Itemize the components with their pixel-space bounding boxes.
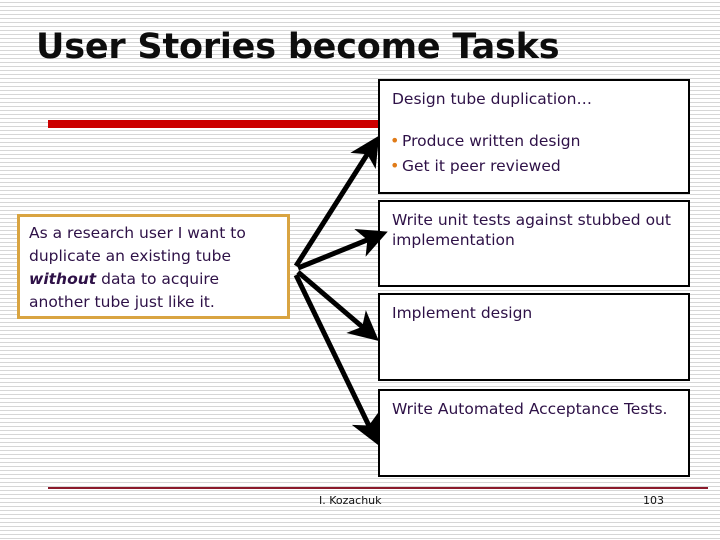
arrow-to-unit-tests bbox=[297, 228, 388, 271]
arrow-to-design bbox=[293, 135, 380, 268]
story-line-3: data to acquire bbox=[96, 270, 219, 288]
story-line-2: duplicate an existing tube bbox=[29, 247, 231, 265]
title-accent-bar bbox=[48, 120, 393, 128]
task-heading-unit-tests: Write unit tests against stubbed out imp… bbox=[392, 211, 671, 249]
arrow-to-acceptance bbox=[293, 273, 379, 446]
story-emphasis: without bbox=[29, 270, 97, 288]
footer-page-number: 103 bbox=[643, 494, 664, 507]
task-box-implement: Implement design bbox=[378, 293, 690, 381]
footer-divider bbox=[48, 487, 708, 489]
story-line-1: As a research user I want to bbox=[29, 224, 246, 242]
arrow-to-implement bbox=[296, 270, 379, 342]
task-heading-acceptance: Write Automated Acceptance Tests. bbox=[392, 400, 668, 418]
task-box-unit-tests: Write unit tests against stubbed out imp… bbox=[378, 200, 690, 287]
list-item: Produce written design bbox=[390, 130, 678, 152]
task-heading-design: Design tube duplication… bbox=[392, 90, 592, 108]
user-story-box: As a research user I want to duplicate a… bbox=[17, 214, 290, 319]
list-item: Get it peer reviewed bbox=[390, 155, 678, 177]
story-line-4: another tube just like it. bbox=[29, 293, 215, 311]
task-bullets-design: Produce written design Get it peer revie… bbox=[390, 130, 678, 177]
task-heading-implement: Implement design bbox=[392, 304, 533, 322]
task-box-design: Design tube duplication… Produce written… bbox=[378, 79, 690, 194]
page-title: User Stories become Tasks bbox=[36, 27, 560, 67]
footer-author: I. Kozachuk bbox=[319, 494, 382, 507]
task-box-acceptance: Write Automated Acceptance Tests. bbox=[378, 389, 690, 477]
